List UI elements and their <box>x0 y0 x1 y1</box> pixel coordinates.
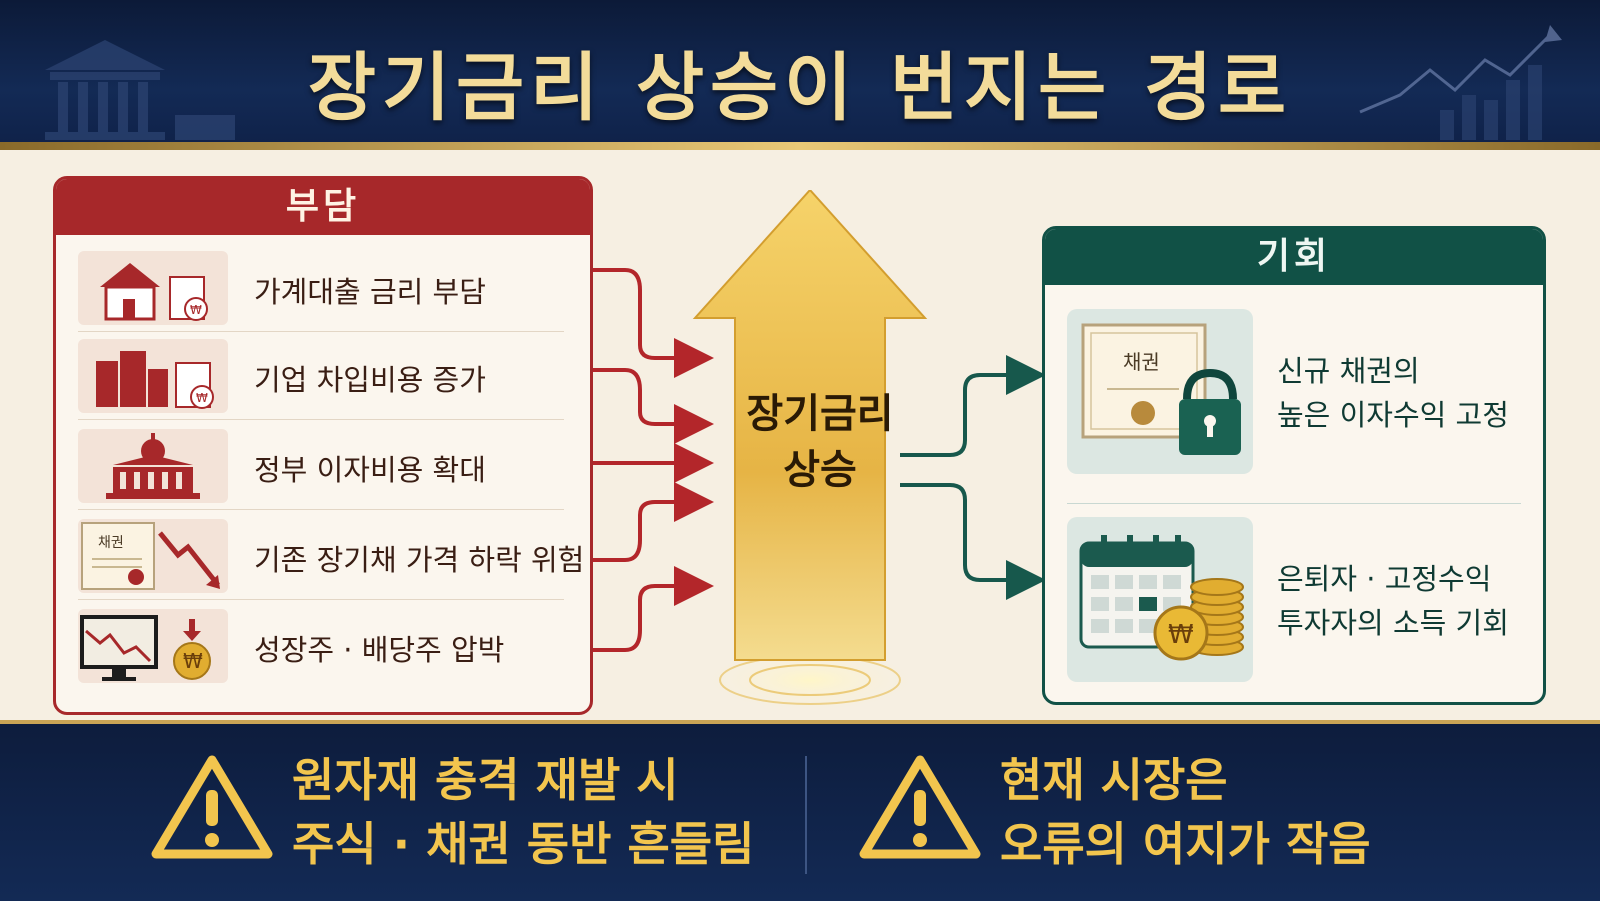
opportunity-panel: 기회 채권 신규 채권의 높은 이자수익 고정 <box>1042 226 1546 705</box>
house-loan-icon: ₩ <box>78 251 228 325</box>
svg-text:₩: ₩ <box>196 391 208 405</box>
divider <box>1067 503 1521 504</box>
burden-heading: 부담 <box>56 179 590 235</box>
rising-rates-arrow <box>692 190 928 714</box>
list-item: ₩ 기업 차입비용 증가 <box>78 333 564 420</box>
center-label: 장기금리 상승 <box>746 391 894 493</box>
page-title: 장기금리 상승이 번지는 경로 <box>307 45 1293 131</box>
bond-certificate-lock-icon: 채권 <box>1067 309 1253 474</box>
footer-banner <box>0 720 1600 901</box>
warning-box-right: 현재 시장은 오류의 여지가 작음 <box>858 748 1498 871</box>
bond-price-down-icon: 채권 <box>78 519 228 593</box>
burden-label: 정부 이자비용 확대 <box>254 453 486 487</box>
warning-icon <box>859 755 981 859</box>
warning-text: 원자재 충격 재발 시 주식 · 채권 동반 흔들림 <box>292 753 755 871</box>
calendar-coins-icon: ₩ <box>1067 517 1253 682</box>
warning-icon <box>151 755 273 859</box>
burden-panel: 부담 ₩ 가계대출 금리 부담 ₩ 기업 차입비용 증 <box>53 176 593 715</box>
header-gold-rule <box>0 142 1600 150</box>
footer-gold-rule <box>0 720 1600 724</box>
list-item: ₩ 성장주 · 배당주 압박 <box>78 603 564 689</box>
list-item: ₩ 가계대출 금리 부담 <box>78 245 564 332</box>
opportunity-heading: 기회 <box>1045 229 1543 285</box>
header-banner: 장기금리 상승이 번지는 경로 <box>0 0 1600 150</box>
list-item: 정부 이자비용 확대 <box>78 423 564 510</box>
burden-label: 기업 차입비용 증가 <box>254 363 486 397</box>
svg-text:₩: ₩ <box>183 649 203 673</box>
opportunity-label: 은퇴자 · 고정수익 투자자의 소득 기회 <box>1277 562 1509 640</box>
burden-label: 가계대출 금리 부담 <box>254 275 486 309</box>
svg-text:₩: ₩ <box>1168 620 1194 650</box>
svg-text:₩: ₩ <box>190 303 202 317</box>
footer-divider <box>805 756 807 874</box>
stock-chart-coin-icon: ₩ <box>78 609 228 683</box>
burden-label: 성장주 · 배당주 압박 <box>254 633 505 667</box>
burden-label: 기존 장기채 가격 하락 위험 <box>254 543 585 577</box>
government-building-icon <box>78 429 228 503</box>
bond-text: 채권 <box>1123 350 1160 374</box>
warning-box-left: 원자재 충격 재발 시 주식 · 채권 동반 흔들림 <box>150 748 790 871</box>
rising-chart-icon <box>1359 25 1562 140</box>
opportunity-label: 신규 채권의 높은 이자수익 고정 <box>1277 354 1509 432</box>
list-item: ₩ 은퇴자 · 고정수익 투자자의 소득 기회 <box>1067 517 1521 682</box>
list-item: 채권 신규 채권의 높은 이자수익 고정 <box>1067 309 1521 474</box>
bond-text: 채권 <box>98 535 124 551</box>
burden-arrows <box>587 268 714 652</box>
header-decoration <box>45 25 1562 140</box>
opportunity-arrows <box>900 355 1046 600</box>
list-item: 채권 기존 장기채 가격 하락 위험 <box>78 513 584 600</box>
warning-text: 현재 시장은 오류의 여지가 작음 <box>1000 753 1371 871</box>
buildings-document-icon: ₩ <box>78 339 228 413</box>
bank-building-icon <box>45 40 235 140</box>
